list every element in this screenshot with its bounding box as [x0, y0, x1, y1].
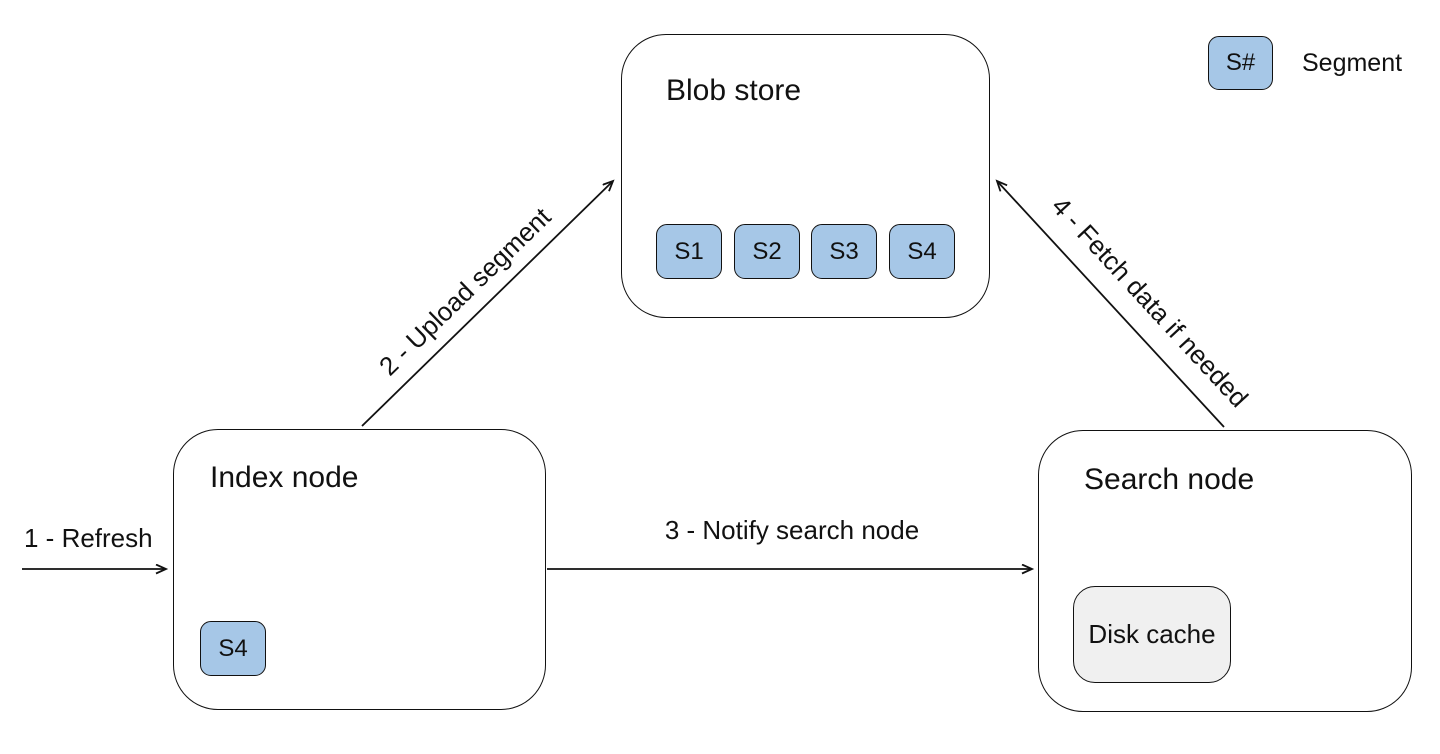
blob-store-node: Blob store S1 S2 S3 S4: [621, 34, 990, 318]
legend-label: Segment: [1302, 49, 1403, 77]
segment-chip-s2: S2: [734, 224, 800, 279]
index-node-title: Index node: [210, 461, 359, 494]
index-node: Index node S4: [173, 429, 546, 710]
segment-chip-s4-index: S4: [200, 621, 266, 676]
segment-chip-s3: S3: [811, 224, 877, 279]
arrow-label-notify-search-node: 3 - Notify search node: [664, 515, 920, 545]
arrow-label-refresh: 1 - Refresh: [24, 523, 153, 553]
search-node-title: Search node: [1084, 463, 1255, 496]
segment-chip-s1: S1: [656, 224, 722, 279]
arrow-fetch-data: [997, 181, 1225, 428]
segment-chip-s4: S4: [889, 224, 955, 279]
disk-cache-box: Disk cache: [1073, 586, 1231, 683]
search-node: Search node Disk cache: [1038, 430, 1412, 712]
arrow-upload-segment: [361, 181, 613, 427]
blob-store-title: Blob store: [666, 74, 802, 107]
legend-segment-chip: S#: [1208, 36, 1273, 90]
